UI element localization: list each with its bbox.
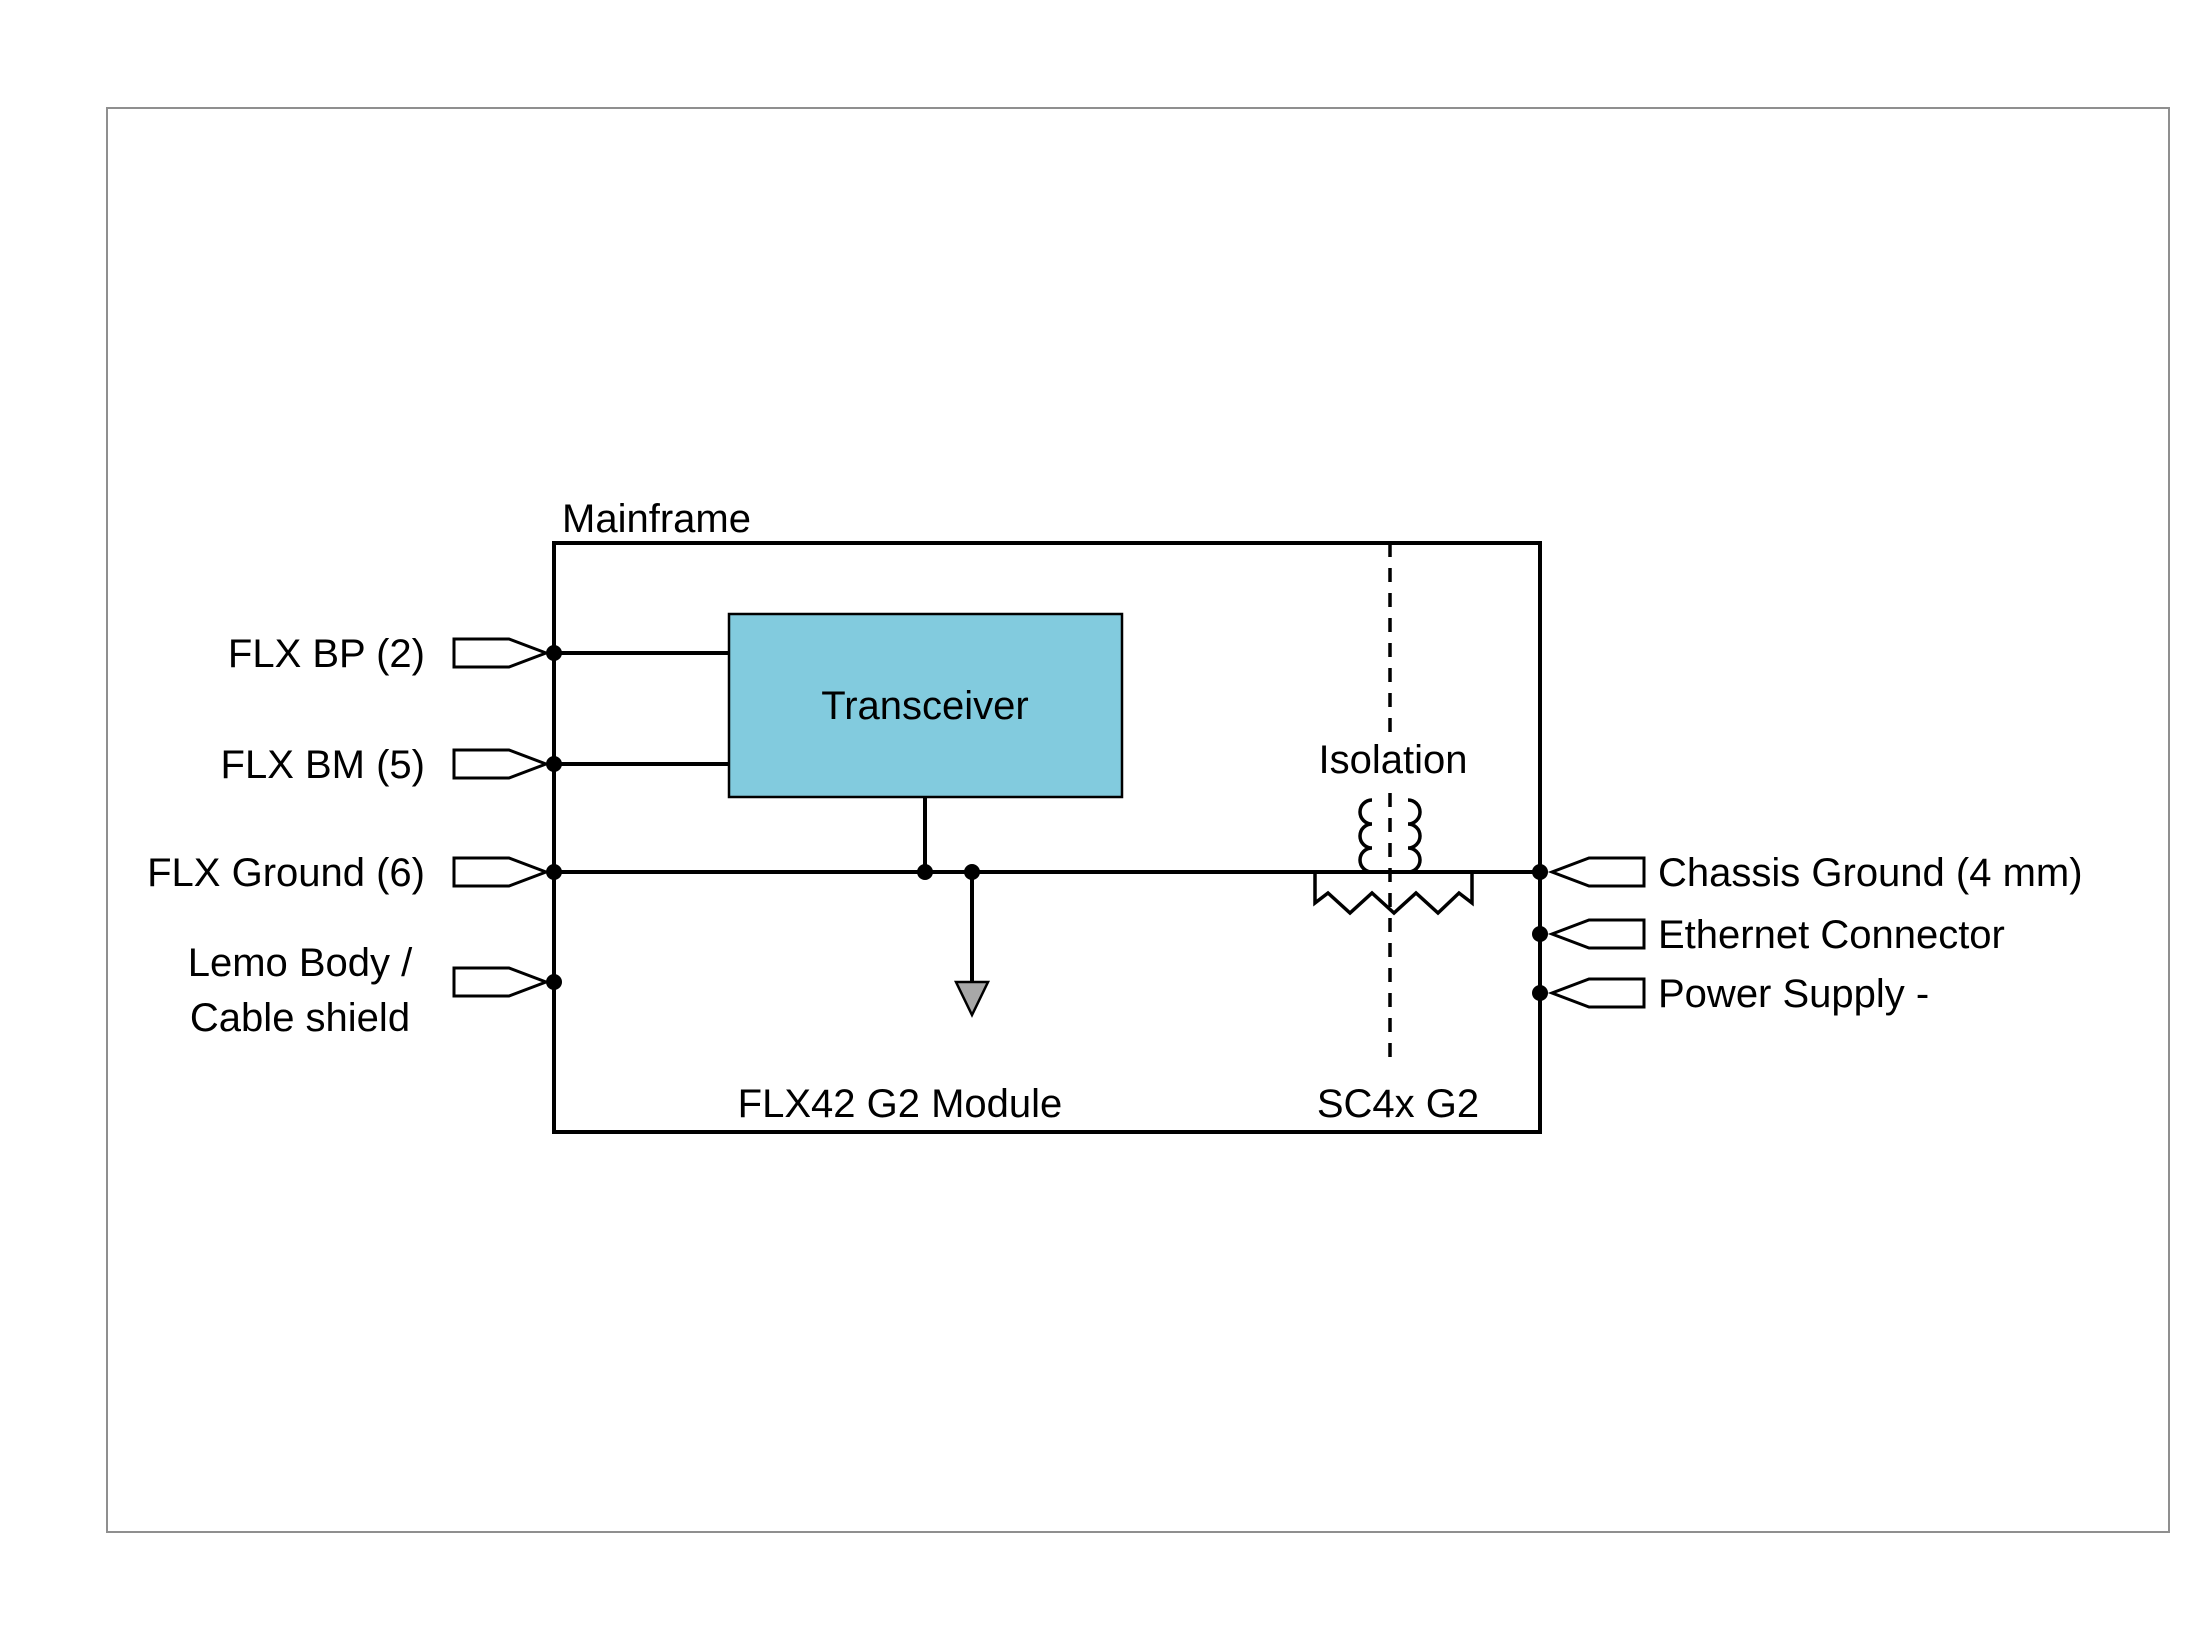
page-border	[106, 107, 2170, 1533]
terminal-dot-flx-bm	[546, 756, 562, 772]
connector-flx-bp-icon	[452, 637, 551, 669]
connector-flx-ground-icon	[452, 856, 551, 888]
module-label: FLX42 G2 Module	[738, 1082, 1063, 1126]
connector-power-supply-icon	[1547, 977, 1646, 1009]
junction-dot-ground-symbol	[964, 864, 980, 880]
port-label-chassis-ground: Chassis Ground (4 mm)	[1658, 851, 2083, 895]
mainframe-box	[552, 541, 1542, 1134]
isolation-label: Isolation	[1319, 738, 1468, 782]
terminal-dot-ethernet	[1532, 926, 1548, 942]
shunt-resistor-icon	[1313, 872, 1474, 916]
port-label-flx-bp: FLX BP (2)	[228, 632, 425, 676]
terminal-dot-lemo-body	[546, 974, 562, 990]
transceiver-box	[727, 612, 1124, 799]
connector-chassis-ground-icon	[1547, 856, 1646, 888]
transformer-winding-right-icon	[1407, 798, 1422, 874]
ground-arrow-icon	[954, 980, 990, 1018]
port-label-lemo-body-line2: Cable shield	[190, 996, 410, 1040]
port-label-flx-bm: FLX BM (5)	[221, 743, 425, 787]
mainframe-label: Mainframe	[562, 497, 751, 541]
port-label-ethernet: Ethernet Connector	[1658, 913, 2005, 957]
terminal-dot-power-supply	[1532, 985, 1548, 1001]
junction-dot-transceiver-ground	[917, 864, 933, 880]
transceiver-label: Transceiver	[821, 684, 1028, 728]
port-label-power-supply: Power Supply -	[1658, 972, 1929, 1016]
port-label-lemo-body-line1: Lemo Body /	[188, 941, 413, 985]
connector-lemo-body-icon	[452, 966, 551, 998]
connector-ethernet-icon	[1547, 918, 1646, 950]
terminal-dot-flx-ground	[546, 864, 562, 880]
isolation-label-backing	[1305, 735, 1481, 783]
port-label-flx-ground: FLX Ground (6)	[147, 851, 425, 895]
terminal-dot-chassis-ground	[1532, 864, 1548, 880]
carrier-label: SC4x G2	[1317, 1082, 1479, 1126]
connector-flx-bm-icon	[452, 748, 551, 780]
transformer-winding-left-icon	[1358, 798, 1373, 874]
terminal-dot-flx-bp	[546, 645, 562, 661]
